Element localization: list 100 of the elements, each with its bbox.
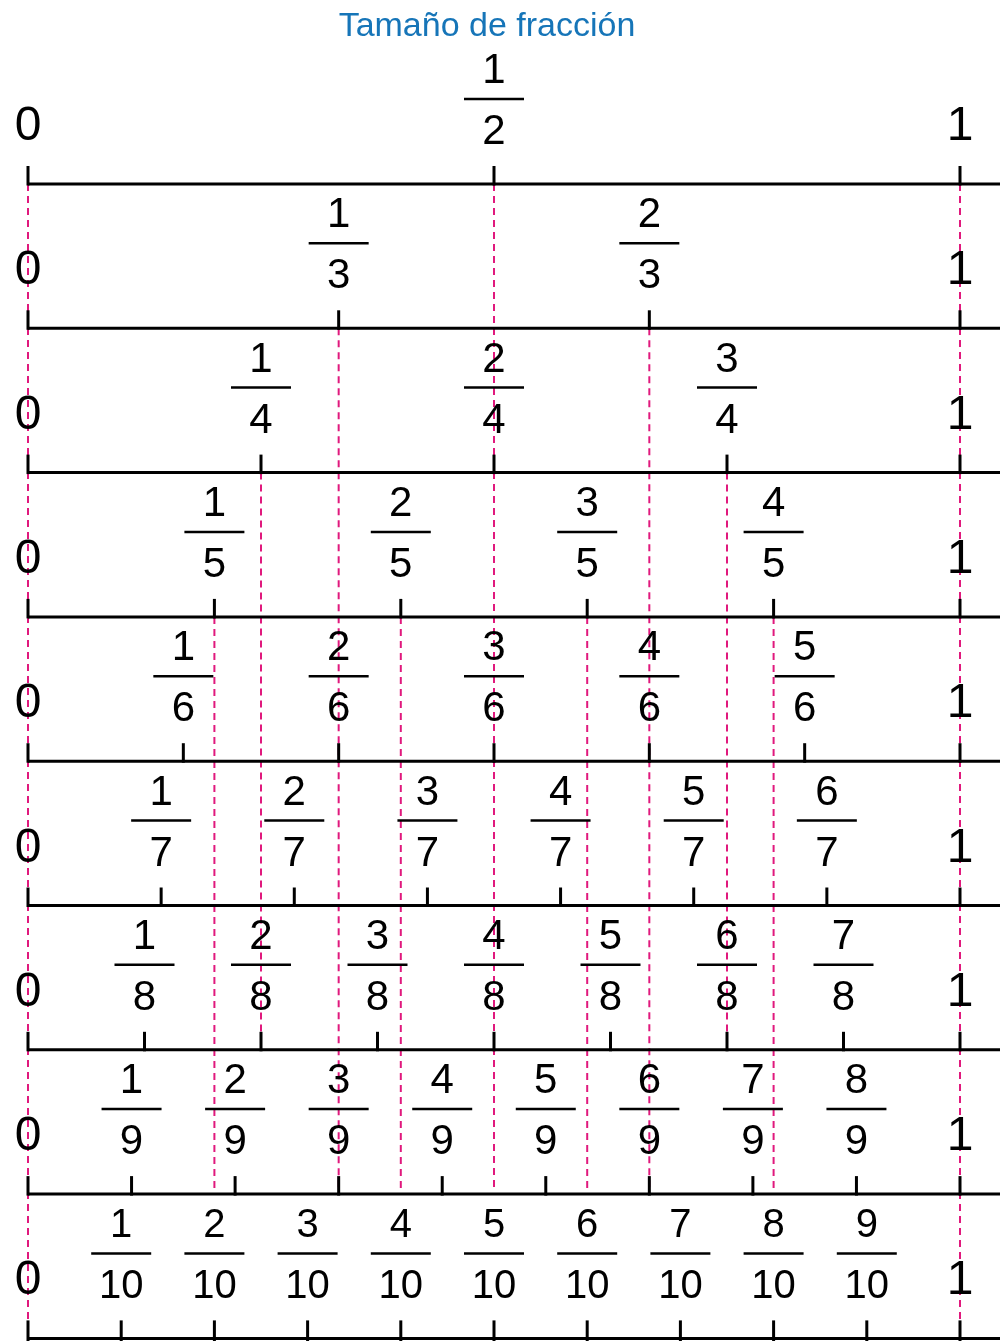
- numerator: 2: [249, 913, 273, 956]
- denominator: 8: [598, 974, 623, 1017]
- denominator: 10: [98, 1264, 144, 1305]
- number-label: 1: [946, 388, 974, 437]
- numerator: 3: [296, 1203, 319, 1244]
- numerator: 2: [327, 625, 351, 668]
- number-label: 1: [946, 965, 974, 1014]
- denominator: 4: [715, 397, 739, 440]
- denominator: 5: [761, 541, 786, 584]
- numerator: 4: [482, 913, 506, 956]
- denominator: 4: [482, 397, 506, 440]
- numerator: 3: [365, 913, 390, 956]
- number-label: 1: [946, 677, 974, 726]
- numerator: 4: [637, 625, 661, 668]
- number-label: 0: [14, 244, 42, 293]
- numerator: 1: [110, 1203, 133, 1244]
- numerator: 1: [482, 48, 506, 90]
- numerator: 6: [715, 913, 739, 956]
- denominator: 8: [249, 974, 273, 1017]
- number-label: 0: [14, 1254, 42, 1303]
- numerator: 9: [855, 1203, 878, 1244]
- denominator: 9: [223, 1119, 247, 1162]
- denominator: 3: [637, 253, 661, 296]
- numerator: 7: [741, 1058, 765, 1101]
- number-label: 1: [946, 532, 974, 581]
- denominator: 8: [365, 974, 390, 1017]
- denominator: 2: [482, 109, 506, 151]
- denominator: 9: [327, 1119, 351, 1162]
- numerator: 1: [119, 1058, 144, 1101]
- denominator: 7: [149, 830, 173, 873]
- denominator: 6: [482, 686, 506, 729]
- denominator: 10: [844, 1264, 890, 1305]
- numerator: 3: [482, 625, 506, 668]
- number-label: 0: [14, 388, 42, 437]
- numerator: 1: [327, 192, 351, 235]
- numerator: 6: [637, 1058, 661, 1101]
- denominator: 9: [534, 1119, 558, 1162]
- numerator: 2: [223, 1058, 247, 1101]
- number-label: 0: [14, 100, 42, 148]
- denominator: 10: [285, 1264, 330, 1305]
- numerator: 1: [132, 913, 157, 956]
- denominator: 9: [637, 1119, 661, 1162]
- number-label: 0: [14, 1110, 42, 1159]
- denominator: 10: [378, 1264, 424, 1305]
- numerator: 1: [202, 480, 227, 523]
- numerator: 5: [534, 1058, 558, 1101]
- number-label: 0: [14, 965, 42, 1014]
- numerator: 8: [762, 1203, 785, 1244]
- numerator: 4: [548, 769, 573, 812]
- numerator: 3: [715, 336, 739, 379]
- title: Tamaño de fracción: [338, 7, 636, 41]
- number-label: 1: [946, 244, 974, 293]
- numerator: 4: [389, 1203, 412, 1244]
- denominator: 10: [192, 1264, 237, 1305]
- numerator: 3: [415, 769, 440, 812]
- numerator: 7: [831, 913, 856, 956]
- number-label: 1: [946, 1110, 974, 1159]
- numerator: 6: [815, 769, 839, 812]
- numerator: 3: [575, 480, 599, 523]
- denominator: 6: [171, 686, 195, 729]
- numerator: 2: [203, 1203, 226, 1244]
- number-label: 0: [14, 532, 42, 581]
- denominator: 8: [132, 974, 157, 1017]
- numerator: 5: [482, 1203, 506, 1244]
- denominator: 8: [482, 974, 506, 1017]
- numerator: 2: [282, 769, 306, 812]
- denominator: 5: [575, 541, 599, 584]
- numerator: 6: [576, 1203, 599, 1244]
- denominator: 6: [793, 686, 817, 729]
- denominator: 8: [715, 974, 739, 1017]
- denominator: 7: [415, 830, 440, 873]
- denominator: 7: [682, 830, 706, 873]
- numerator: 1: [149, 769, 173, 812]
- numerator: 4: [761, 480, 786, 523]
- denominator: 3: [327, 253, 351, 296]
- numerator: 8: [844, 1058, 869, 1101]
- numerator: 5: [793, 625, 817, 668]
- denominator: 7: [282, 830, 306, 873]
- numerator: 2: [637, 192, 661, 235]
- numerator: 5: [598, 913, 623, 956]
- denominator: 9: [741, 1119, 765, 1162]
- numerator: 3: [327, 1058, 351, 1101]
- denominator: 9: [844, 1119, 869, 1162]
- numerator: 1: [249, 336, 273, 379]
- number-label: 0: [14, 677, 42, 726]
- number-label: 1: [946, 100, 974, 148]
- numerator: 4: [430, 1058, 454, 1101]
- numerator: 7: [669, 1203, 692, 1244]
- denominator: 7: [815, 830, 839, 873]
- denominator: 10: [751, 1264, 796, 1305]
- denominator: 4: [249, 397, 273, 440]
- number-label: 1: [946, 821, 974, 870]
- number-label: 1: [946, 1254, 974, 1303]
- denominator: 10: [658, 1264, 703, 1305]
- denominator: 9: [430, 1119, 454, 1162]
- numerator: 5: [682, 769, 706, 812]
- denominator: 6: [327, 686, 351, 729]
- denominator: 5: [202, 541, 227, 584]
- denominator: 9: [119, 1119, 144, 1162]
- denominator: 6: [637, 686, 661, 729]
